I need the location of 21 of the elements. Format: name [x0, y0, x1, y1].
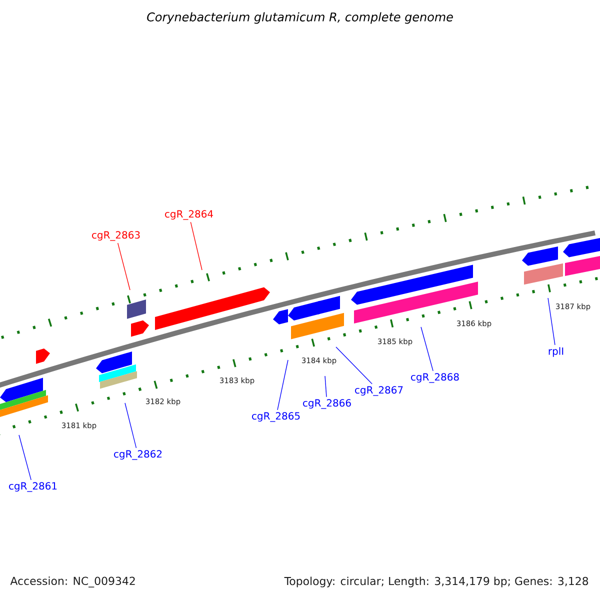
- leader-line: [324, 376, 327, 398]
- footer-text: Topology: circular; Length: 3,314,179 bp; Genes: 3,128: [284, 576, 588, 588]
- leader-line: [18, 434, 32, 480]
- gene-label: rplI: [548, 347, 564, 357]
- leader-line: [420, 326, 434, 372]
- gene-label: cgR_2868: [411, 373, 459, 383]
- footer-text: Accession: NC_009342: [10, 576, 135, 588]
- gene-label: cgR_2865: [252, 412, 300, 422]
- leader-line: [336, 346, 372, 384]
- gene-label: cgR_2864: [165, 210, 213, 220]
- gene-label: cgR_2862: [114, 450, 162, 460]
- gene-label: cgR_2867: [355, 386, 403, 396]
- leader-line: [124, 402, 137, 448]
- gene-label: cgR_2863: [92, 231, 140, 241]
- leader-line: [190, 222, 202, 270]
- title: Corynebacterium glutamicum R, complete genome: [147, 12, 453, 24]
- leader-line: [277, 360, 288, 410]
- leader-line: [117, 242, 130, 290]
- leader-line: [548, 298, 556, 346]
- gene-label: cgR_2861: [9, 482, 57, 492]
- gene-label: cgR_2866: [303, 399, 351, 409]
